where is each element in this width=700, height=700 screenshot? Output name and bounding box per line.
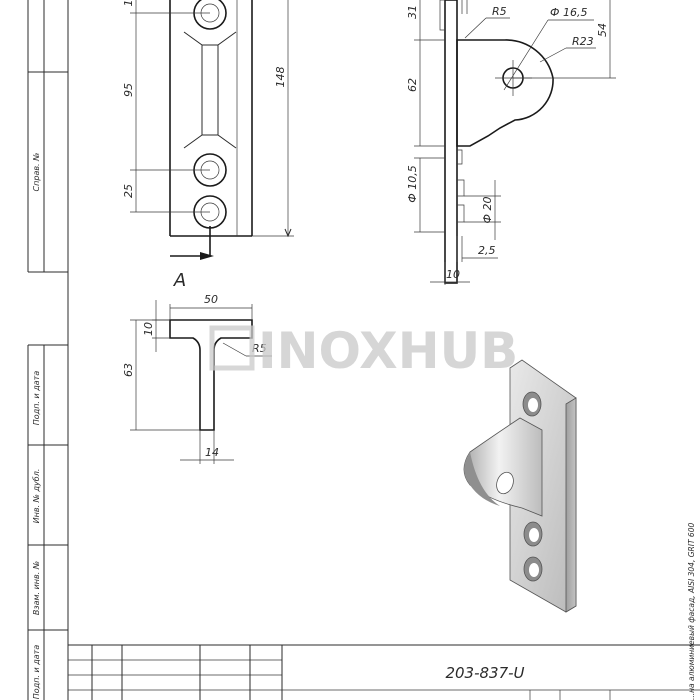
dim-10-side: 10 — [446, 268, 460, 281]
view-label-a: A — [173, 270, 186, 291]
dim-top-partial: 1 — [122, 0, 135, 7]
stamp-label-sign-date-1: Подп. и дата — [32, 371, 41, 426]
left-stamp: Справ. № Подп. и дата Инв. № дубл. Взам.… — [32, 153, 41, 700]
isometric-view — [463, 359, 577, 613]
dim-phi-20: Ф 20 — [481, 197, 494, 224]
dim-62: 62 — [406, 78, 419, 92]
dim-148: 148 — [274, 67, 287, 88]
dim-10-view-a: 10 — [142, 322, 155, 336]
stamp-label-replace-inv: Взам. инв. № — [32, 561, 41, 615]
dim-r23: R23 — [572, 35, 594, 48]
dim-54: 54 — [596, 23, 609, 37]
mount-hole-top — [193, 0, 227, 30]
stamp-label-sign-date-2: Подп. и дата — [32, 645, 41, 700]
dim-95: 95 — [122, 83, 135, 97]
material-note: ...на алюминиевый фасад, AISI 304, GRIT … — [687, 523, 696, 700]
dim-r5-view-a: R5 — [252, 342, 267, 355]
dim-63: 63 — [122, 363, 135, 377]
dim-31: 31 — [406, 5, 419, 19]
dim-25: 25 — [122, 184, 135, 198]
inoxhub-watermark: INOXHUB — [209, 322, 518, 380]
drawing-frame — [27, 0, 69, 700]
dim-50: 50 — [204, 293, 218, 306]
dim-phi-10-5: Ф 10,5 — [406, 165, 419, 202]
title-block: 203-837-U — [68, 644, 700, 700]
front-view: 95 25 1 148 A — [122, 0, 294, 291]
dim-r5-side: R5 — [492, 5, 507, 18]
dim-2-5: 2,5 — [478, 244, 496, 257]
dim-phi-16-5: Ф 16,5 — [550, 6, 587, 19]
stamp-label-dup-inv: Инв. № дубл. — [32, 469, 41, 524]
view-a: 50 10 63 R5 14 — [122, 293, 272, 464]
watermark-text: INOXHUB — [258, 322, 518, 380]
drawing-code: 203-837-U — [445, 664, 524, 682]
stamp-label-ref: Справ. № — [32, 153, 41, 192]
dim-14: 14 — [205, 446, 219, 459]
side-view: 31 62 R5 Ф 16,5 R23 54 Ф 10,5 Ф 20 2,5 — [406, 0, 616, 285]
